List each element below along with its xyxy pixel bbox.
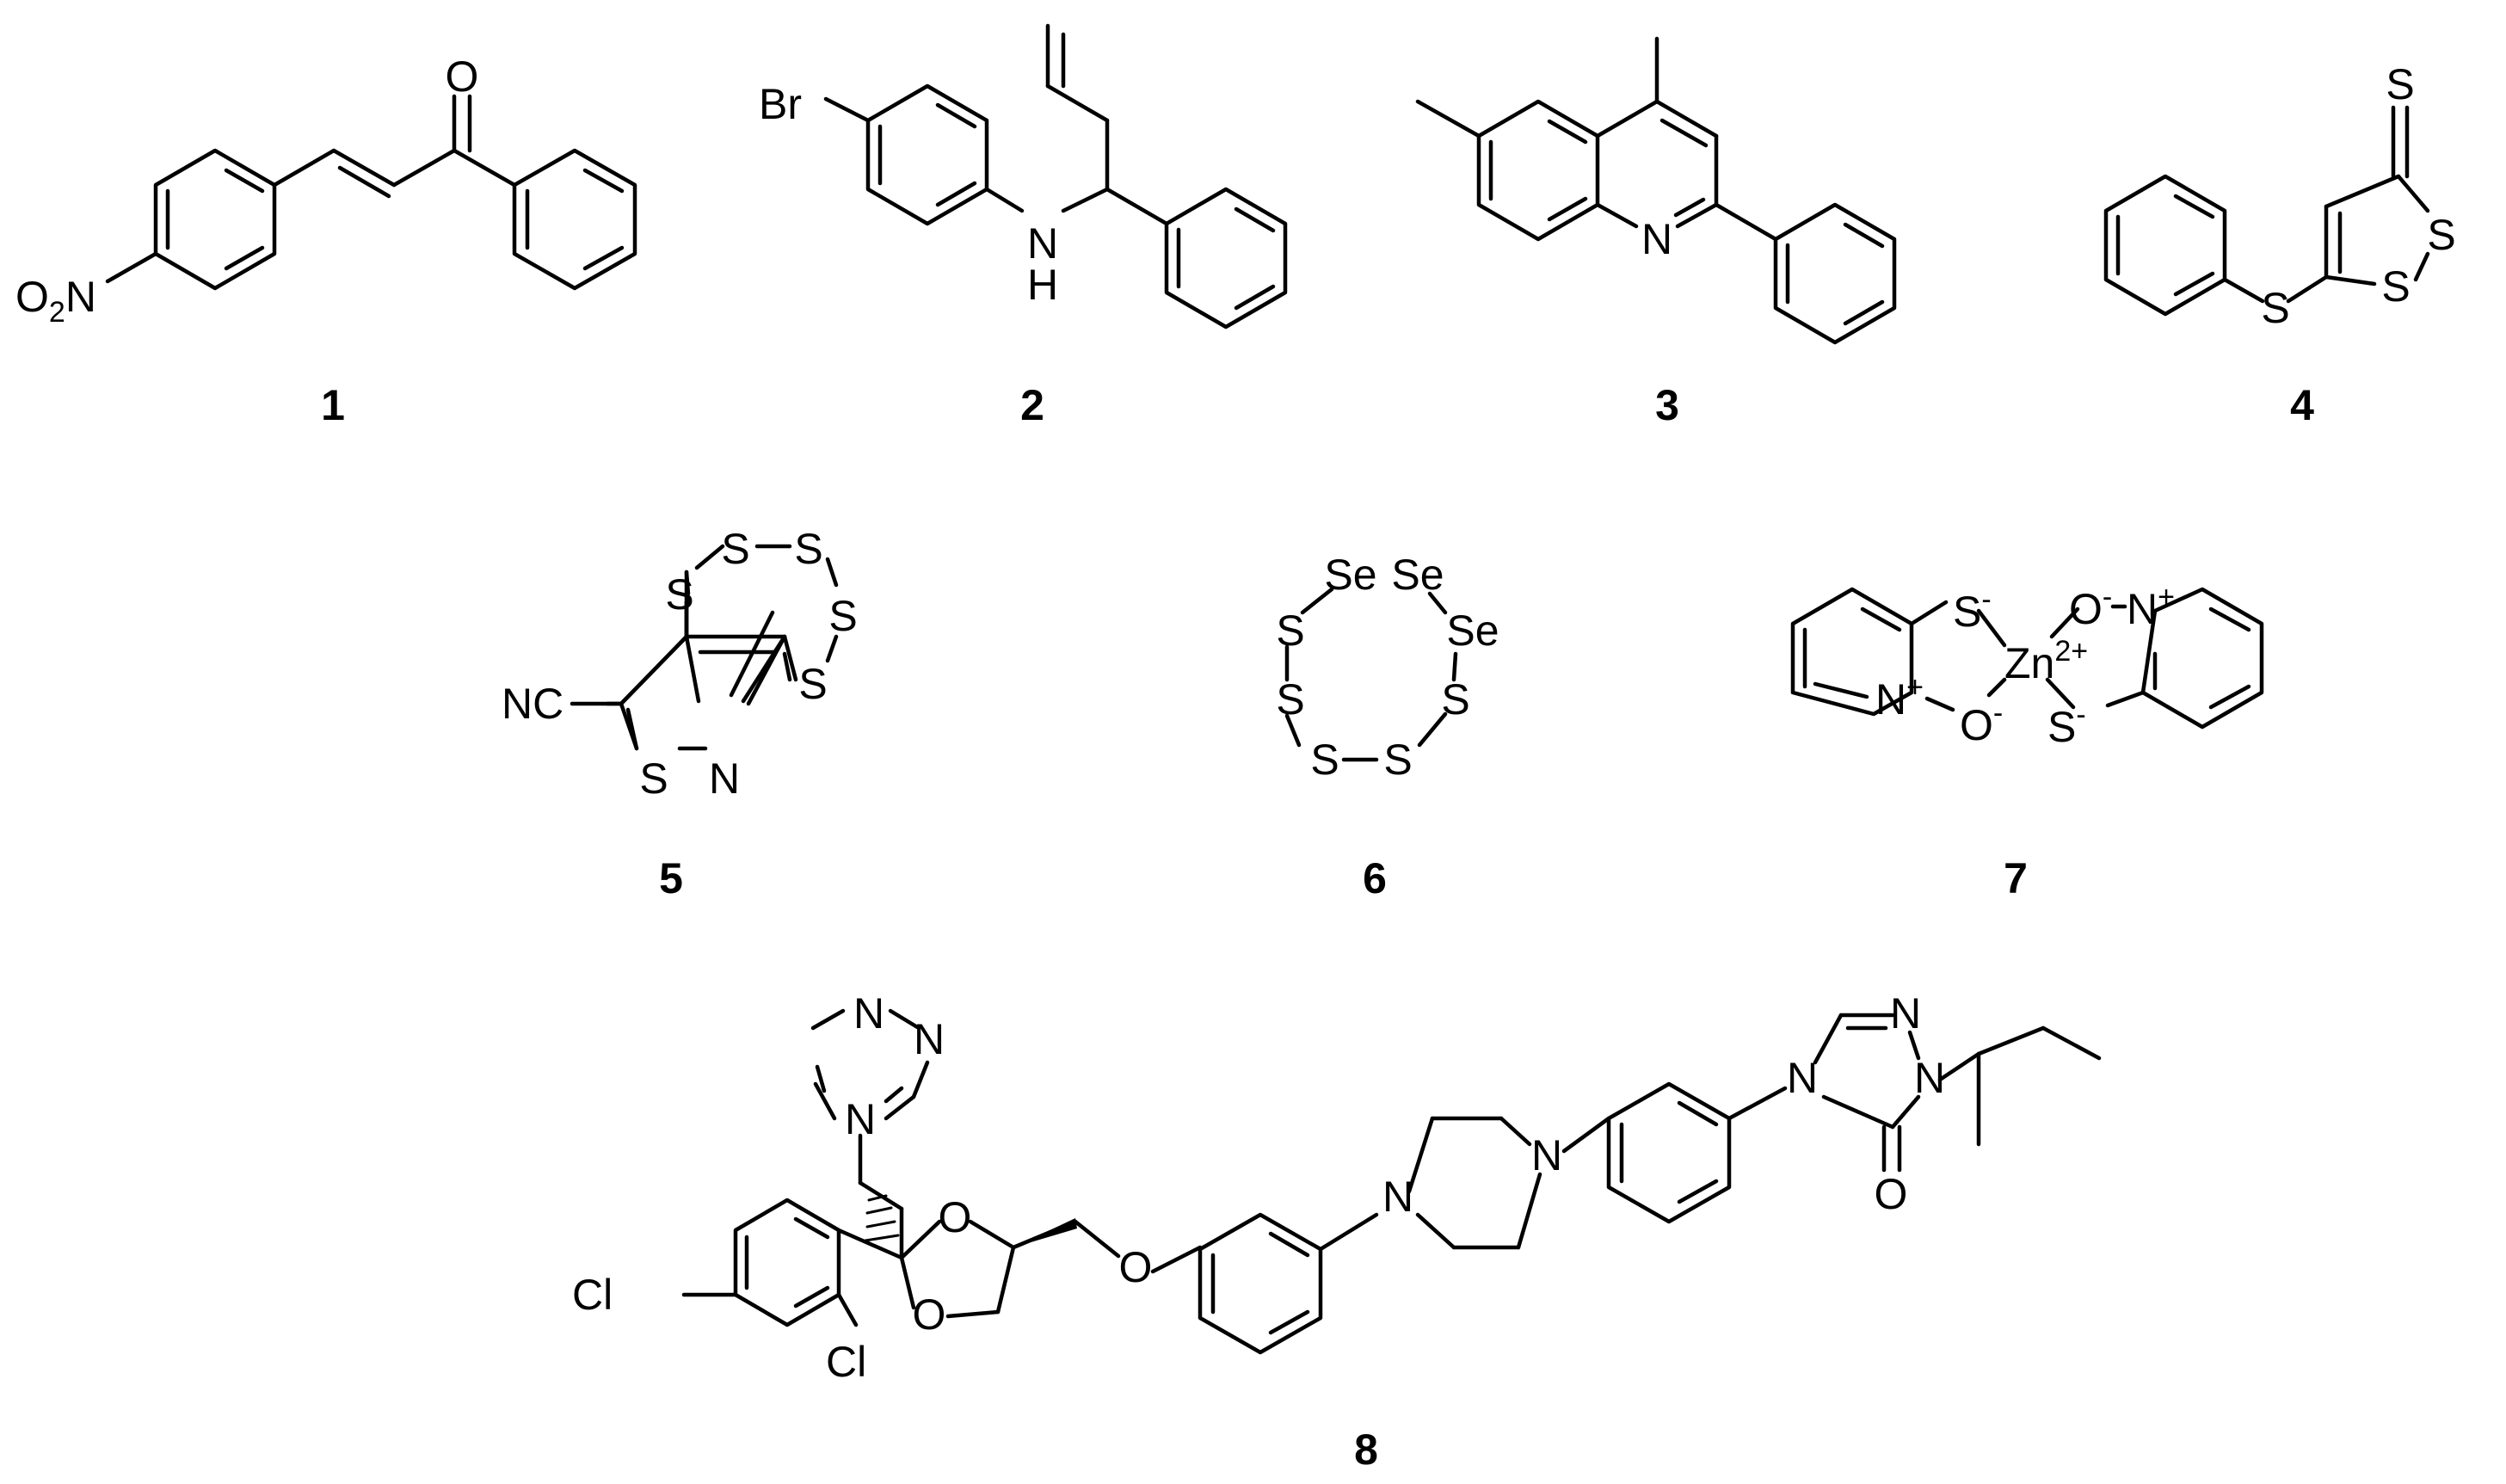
compound-6-s3: S xyxy=(1310,736,1339,784)
compound-7-s-bottom: S- xyxy=(2047,699,2086,751)
compound-8-piperazine-n2: N xyxy=(1531,1131,1562,1179)
compound-8-triazole-n3: N xyxy=(845,1095,876,1143)
compound-8-carbonyl-o: O xyxy=(1875,1170,1908,1218)
compound-5-number: 5 xyxy=(659,854,683,902)
compound-5-nitrile: NC xyxy=(502,680,563,728)
compound-3-structure xyxy=(1415,36,1897,345)
compound-1-carbonyl-oxygen: O xyxy=(446,52,479,101)
compound-3-number: 3 xyxy=(1655,381,1679,429)
compound-2-structure xyxy=(823,23,1288,329)
compound-5-s5: S xyxy=(798,660,827,708)
compound-8-piperazine-n1: N xyxy=(1382,1173,1413,1221)
compound-7-n-left: N+ xyxy=(1875,671,1924,724)
compound-6-number: 6 xyxy=(1363,854,1387,902)
compound-8-number: 8 xyxy=(1354,1426,1378,1474)
compound-2-number: 2 xyxy=(1020,381,1044,429)
compound-8-triazolone-n1: N xyxy=(1787,1054,1818,1102)
compound-8-chloro-1: Cl xyxy=(572,1271,613,1319)
compound-4-ring-s1: S xyxy=(2427,211,2455,259)
compound-7-o-top: O- xyxy=(2069,581,2112,633)
compound-8-dioxolane-o1: O xyxy=(939,1193,972,1241)
compound-1-number: 1 xyxy=(321,381,345,429)
compound-6-s4: S xyxy=(1383,736,1412,784)
compound-7-number: 7 xyxy=(2004,854,2028,902)
compound-8-triazole-n1: N xyxy=(853,989,884,1038)
compound-6-s1: S xyxy=(1276,607,1304,655)
compound-8-ether-o: O xyxy=(1119,1243,1153,1291)
compound-4-ring-s2: S xyxy=(2381,262,2410,311)
compound-5-s2: S xyxy=(721,525,749,573)
compound-4-number: 4 xyxy=(2290,381,2314,429)
compound-8-triazolone-n2: N xyxy=(1890,989,1921,1038)
compound-6-se1: Se xyxy=(1324,551,1376,599)
compound-8-triazolone-n3: N xyxy=(1914,1054,1945,1102)
compound-6-se2: Se xyxy=(1391,551,1444,599)
compound-2-bromo-label: Br xyxy=(759,80,802,128)
compound-5-s3: S xyxy=(794,525,822,573)
compound-7-structure xyxy=(1790,587,2264,730)
compound-1-nitro-label: O2N xyxy=(15,273,96,329)
compound-2-amine-n: N xyxy=(1027,219,1058,268)
compound-7-zinc: Zn2+ xyxy=(2004,635,2088,687)
compound-6-s5: S xyxy=(1441,675,1469,724)
compound-5-ring-n: N xyxy=(709,754,740,803)
compound-4-thioether-s: S xyxy=(2261,284,2289,332)
compound-5-ring-s: S xyxy=(639,754,668,803)
compound-5-ring-bonds xyxy=(684,544,839,682)
compound-5-s1: S xyxy=(665,570,693,619)
compound-7-s-left: S- xyxy=(1953,583,1992,636)
compound-6-s2: S xyxy=(1276,675,1304,724)
compound-8-structure xyxy=(681,1008,2102,1355)
compound-2-amine-h: H xyxy=(1027,261,1058,309)
compound-4-structure xyxy=(2103,105,2430,317)
compound-7-n-right: N+ xyxy=(2127,581,2175,633)
compound-8-dioxolane-o2: O xyxy=(913,1290,946,1339)
compound-8-hash-bond xyxy=(864,1194,900,1242)
compound-5-s4: S xyxy=(828,592,857,640)
compound-7-o-bottom: O- xyxy=(1960,697,2003,749)
compound-8-chloro-2: Cl xyxy=(826,1338,866,1386)
compound-1-structure xyxy=(105,94,637,291)
compound-3-ring-n: N xyxy=(1641,215,1672,263)
compound-6-ring-bonds xyxy=(1284,587,1458,762)
compound-6-se3: Se xyxy=(1446,607,1499,655)
compound-8-stereo-wedges xyxy=(1013,1218,1077,1247)
compound-4-thione-s: S xyxy=(2386,60,2414,108)
compound-8-triazole-n2: N xyxy=(914,1015,945,1063)
